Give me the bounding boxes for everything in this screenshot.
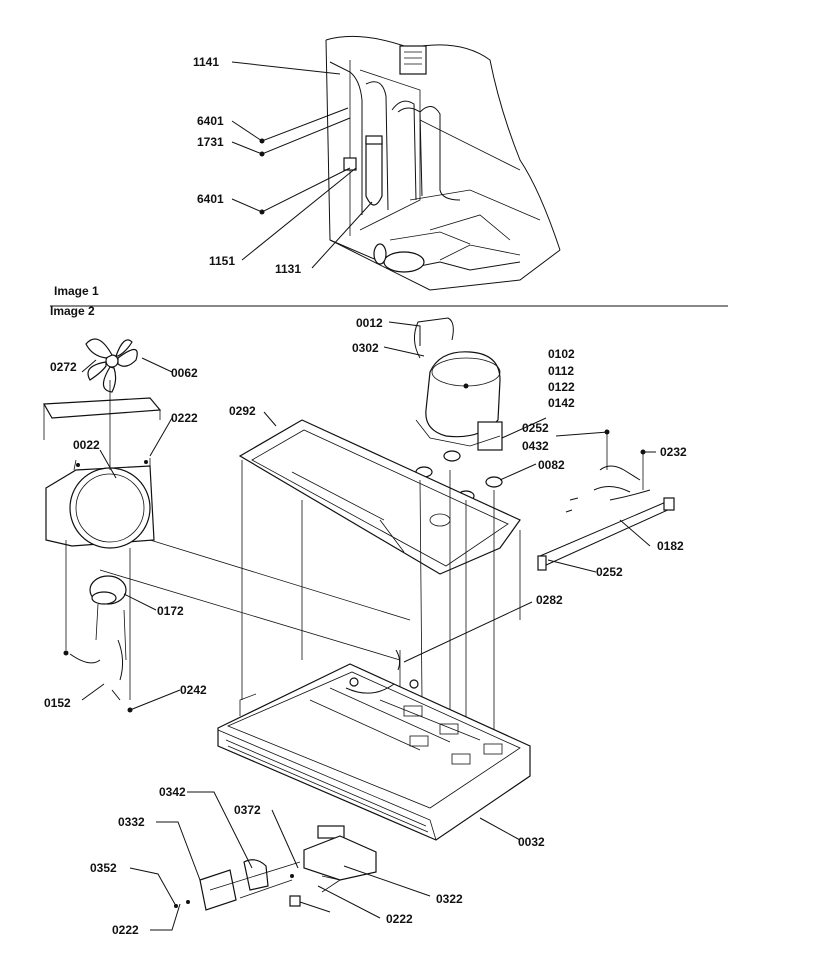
callout-6401-a: 6401	[197, 114, 224, 128]
image2-assembly	[42, 317, 675, 931]
section-label-image2: Image 2	[50, 304, 95, 318]
callout-0302: 0302	[352, 341, 379, 355]
callout-0232: 0232	[660, 445, 687, 459]
callout-1141: 1141	[193, 55, 219, 69]
callout-0012: 0012	[356, 316, 383, 330]
callout-0222-c: 0222	[112, 923, 139, 937]
callout-0322: 0322	[436, 892, 463, 906]
callout-0292: 0292	[229, 404, 256, 418]
grommets	[415, 450, 503, 502]
callout-0062: 0062	[171, 366, 198, 380]
callout-1131: 1131	[275, 262, 301, 276]
wiring-harness	[537, 429, 675, 571]
base-pan	[217, 649, 531, 841]
callout-0032: 0032	[518, 835, 545, 849]
callout-0022: 0022	[73, 438, 100, 452]
callout-0102: 0102	[548, 347, 575, 361]
compressor	[414, 317, 503, 451]
callout-0432: 0432	[522, 439, 549, 453]
callout-0142: 0142	[548, 396, 575, 410]
callout-0282: 0282	[536, 593, 563, 607]
callout-0252-b: 0252	[596, 565, 623, 579]
callout-0222-a: 0222	[171, 411, 198, 425]
callout-0352: 0352	[90, 861, 117, 875]
callout-0372: 0372	[234, 803, 261, 817]
callout-0082: 0082	[538, 458, 565, 472]
callout-0222-b: 0222	[386, 912, 413, 926]
callout-1151: 1151	[209, 254, 235, 268]
callout-0252-a: 0252	[522, 421, 549, 435]
callout-0342: 0342	[159, 785, 186, 799]
callout-6401-b: 6401	[197, 192, 224, 206]
section-label-image1: Image 1	[54, 284, 99, 298]
relay-parts	[174, 825, 377, 913]
callout-0172: 0172	[157, 604, 184, 618]
callout-0332: 0332	[118, 815, 145, 829]
fan-blade	[85, 338, 138, 393]
callout-0182: 0182	[657, 539, 684, 553]
callout-1731: 1731	[197, 135, 224, 149]
callout-0272: 0272	[50, 360, 77, 374]
callout-0112: 0112	[548, 364, 574, 378]
callout-0242: 0242	[180, 683, 207, 697]
image1-assembly	[231, 35, 561, 291]
callout-0152: 0152	[44, 696, 71, 710]
callout-0122: 0122	[548, 380, 575, 394]
